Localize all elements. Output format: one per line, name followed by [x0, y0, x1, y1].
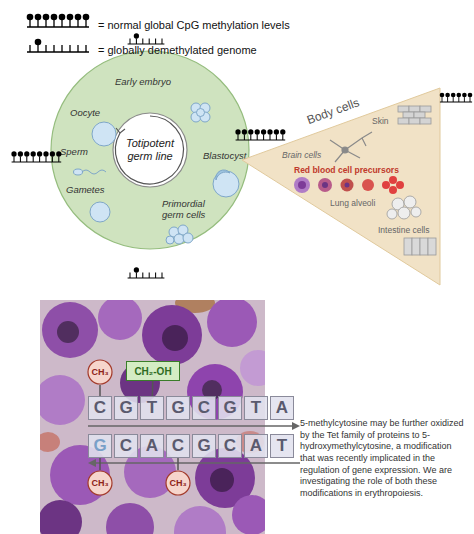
node-text: CH₃	[91, 367, 108, 377]
node-text: A	[146, 436, 158, 456]
node-text: Early embryo	[115, 76, 195, 87]
methylation-bar	[128, 267, 165, 278]
body-cell-illustrations	[294, 106, 436, 255]
node-text: T	[147, 398, 157, 418]
node-text: A	[276, 398, 288, 418]
methylation-bar	[128, 33, 165, 44]
node-text: Brain cells	[282, 150, 332, 160]
node-text: C	[94, 398, 106, 418]
body-cells-fan: Body cellsSkinBrain cellsRed blood cell …	[242, 88, 440, 285]
node-text: CH₂-OH	[134, 366, 171, 377]
germ-line-cycle: Early embryoOocyteSpermBlastocystPrimord…	[50, 50, 250, 250]
node-text: C	[120, 436, 132, 456]
node-text: T	[277, 436, 287, 456]
dna-base: C	[166, 434, 190, 458]
node-text: G	[223, 398, 236, 418]
node-text: G	[93, 436, 106, 456]
dna-base: G	[192, 434, 216, 458]
dna-base: C	[88, 396, 112, 420]
body-cells-fan-outline	[242, 88, 440, 285]
node-text: CH₃	[169, 478, 186, 488]
node-text: Gametes	[66, 184, 114, 195]
germ-cell-illustrations	[74, 103, 240, 244]
node-text: Oocyte	[70, 107, 120, 118]
node-text: C	[198, 398, 210, 418]
node-text: Red blood cell precursors	[294, 165, 414, 175]
hydroxymethyl-group: CH₂-OH	[126, 361, 180, 381]
dna-base: C	[218, 434, 242, 458]
node-text: C	[172, 436, 184, 456]
node-text: Primordial germ cells	[162, 198, 218, 220]
bond-line	[152, 381, 154, 396]
dna-base: C	[114, 434, 138, 458]
methyl-group: CH₃	[87, 470, 113, 496]
bond-line	[177, 458, 179, 470]
methylation-bar	[440, 93, 473, 102]
dna-base: T	[140, 396, 164, 420]
legend-entry: = globally demethylated genome	[98, 44, 257, 56]
node-text: T	[251, 398, 261, 418]
legend-text: = normal global CpG methylation levels	[98, 19, 290, 31]
methyl-group: CH₃	[87, 359, 113, 385]
totipotent-circle: Totipotent germ line	[112, 112, 188, 188]
node-text: A	[250, 436, 262, 456]
node-text: Totipotent germ line	[123, 137, 177, 162]
dna-base: T	[244, 396, 268, 420]
dna-base: C	[192, 396, 216, 420]
cycle-arrow	[115, 116, 183, 184]
node-text: Lung alveoli	[330, 198, 390, 208]
node-text: G	[119, 398, 132, 418]
legend-text: = globally demethylated genome	[98, 44, 257, 56]
legend-demethylated-sample	[27, 39, 89, 52]
description-text: 5-methylcytosine may be further oxidized…	[300, 418, 468, 500]
dna-base: A	[140, 434, 164, 458]
dna-base: G	[218, 396, 242, 420]
dna-base: G	[166, 396, 190, 420]
methyl-group: CH₃	[165, 470, 191, 496]
dna-base: G	[88, 434, 112, 458]
node-text: Skin	[372, 116, 402, 126]
blood-smear-micrograph	[40, 300, 265, 534]
node-text: G	[197, 436, 210, 456]
dna-base: A	[270, 396, 294, 420]
dna-base: G	[114, 396, 138, 420]
legend-entry: = normal global CpG methylation levels	[98, 19, 290, 31]
methylation-bar	[235, 129, 285, 140]
bond-line	[99, 385, 101, 396]
node-text: C	[224, 436, 236, 456]
dna-base: A	[244, 434, 268, 458]
dna-base: T	[270, 434, 294, 458]
bond-line	[99, 458, 101, 470]
dna-strand-arrows	[88, 422, 300, 467]
legend-methylated-sample	[27, 14, 90, 27]
node-text: G	[171, 398, 184, 418]
methylation-bar	[11, 151, 61, 162]
node-text: Intestine cells	[378, 225, 438, 235]
node-text: Sperm	[60, 146, 100, 157]
node-text: CH₃	[91, 478, 108, 488]
